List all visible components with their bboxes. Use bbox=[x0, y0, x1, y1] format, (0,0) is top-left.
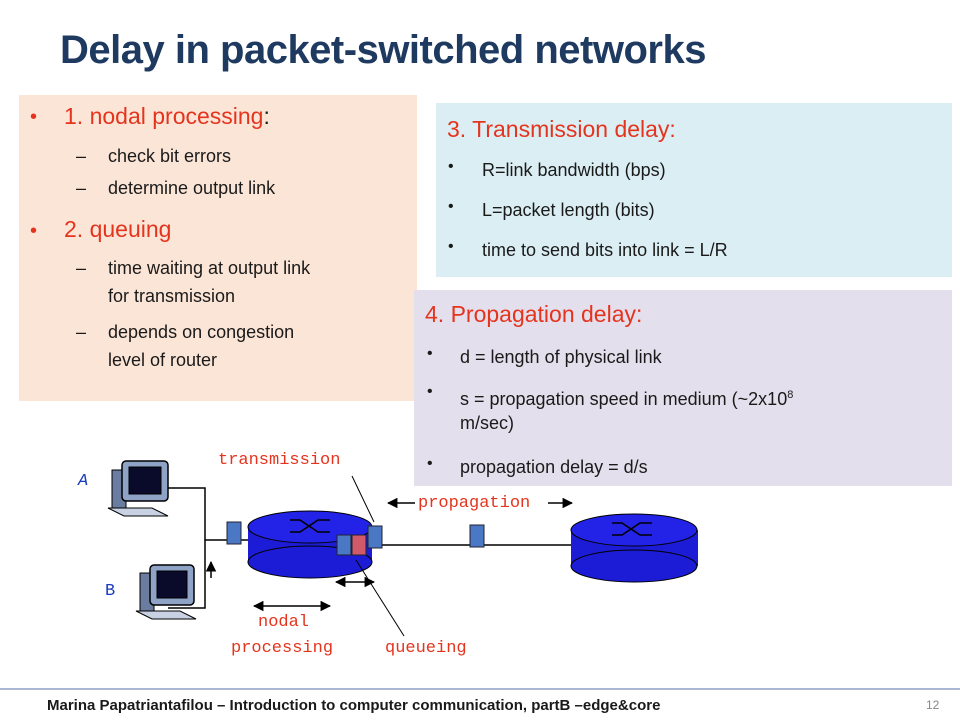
packet-on-link bbox=[469, 524, 485, 548]
sub-item: level of router bbox=[108, 350, 218, 370]
propagation-label: propagation bbox=[418, 494, 531, 513]
propagation-item: propagation delay = d/s bbox=[460, 457, 648, 477]
processing-label: processing bbox=[231, 639, 334, 658]
page-number: 12 bbox=[926, 698, 940, 712]
host-b-label: B bbox=[105, 582, 116, 601]
computer-b-icon bbox=[135, 564, 197, 620]
footer-divider bbox=[0, 688, 960, 690]
sub-item: check bit errors bbox=[108, 146, 232, 166]
transmission-item: L=packet length (bits) bbox=[482, 200, 655, 220]
dash-marker: – bbox=[76, 322, 87, 342]
host-a-label: A bbox=[78, 472, 89, 491]
bullet-marker: • bbox=[427, 383, 433, 400]
nodal-label: nodal bbox=[258, 613, 310, 632]
propagation-delay-box bbox=[414, 290, 952, 486]
bullet-marker: • bbox=[448, 238, 454, 255]
dash-marker: – bbox=[76, 178, 87, 198]
packet-queued bbox=[336, 534, 352, 556]
packet-queued-red bbox=[351, 534, 367, 556]
dash-marker: – bbox=[76, 146, 87, 166]
transmission-item: time to send bits into link = L/R bbox=[482, 240, 728, 260]
sub-item: determine output link bbox=[108, 178, 276, 198]
sub-item: depends on congestion bbox=[108, 322, 295, 342]
footer-text: Marina Papatriantafilou – Introduction t… bbox=[47, 697, 661, 714]
packet-transmitting bbox=[367, 525, 383, 549]
propagation-item: d = length of physical link bbox=[460, 347, 662, 367]
packet-incoming bbox=[226, 521, 242, 545]
queuing-heading: 2. queuing bbox=[64, 216, 172, 242]
sub-item: time waiting at output link bbox=[108, 258, 311, 278]
sub-item: for transmission bbox=[108, 286, 236, 306]
computer-a-icon bbox=[107, 460, 169, 517]
bullet-marker: • bbox=[448, 198, 454, 215]
slide-title: Delay in packet-switched networks bbox=[60, 28, 706, 72]
bullet-marker: • bbox=[427, 455, 433, 472]
transmission-delay-box bbox=[436, 103, 952, 277]
nodal-queuing-box bbox=[19, 95, 417, 401]
transmission-pointer bbox=[351, 475, 375, 523]
router-2 bbox=[570, 513, 698, 583]
propagation-item: s = propagation speed in medium (~2x108 bbox=[460, 389, 794, 409]
bullet-marker: • bbox=[427, 345, 433, 362]
propagation-item-cont: m/sec) bbox=[460, 413, 514, 433]
queueing-label: queueing bbox=[385, 639, 467, 658]
transmission-heading: 3. Transmission delay: bbox=[447, 116, 676, 142]
bullet-marker: • bbox=[30, 220, 38, 242]
transmission-label: transmission bbox=[218, 451, 341, 470]
propagation-heading: 4. Propagation delay: bbox=[425, 301, 643, 327]
queueing-pointer bbox=[355, 559, 405, 637]
bullet-marker: • bbox=[30, 106, 38, 128]
router-1 bbox=[247, 510, 373, 579]
dash-marker: – bbox=[76, 258, 87, 278]
bullet-marker: • bbox=[448, 158, 454, 175]
nodal-processing-heading: 1. nodal processing: bbox=[64, 103, 270, 129]
transmission-item: R=link bandwidth (bps) bbox=[482, 160, 666, 180]
